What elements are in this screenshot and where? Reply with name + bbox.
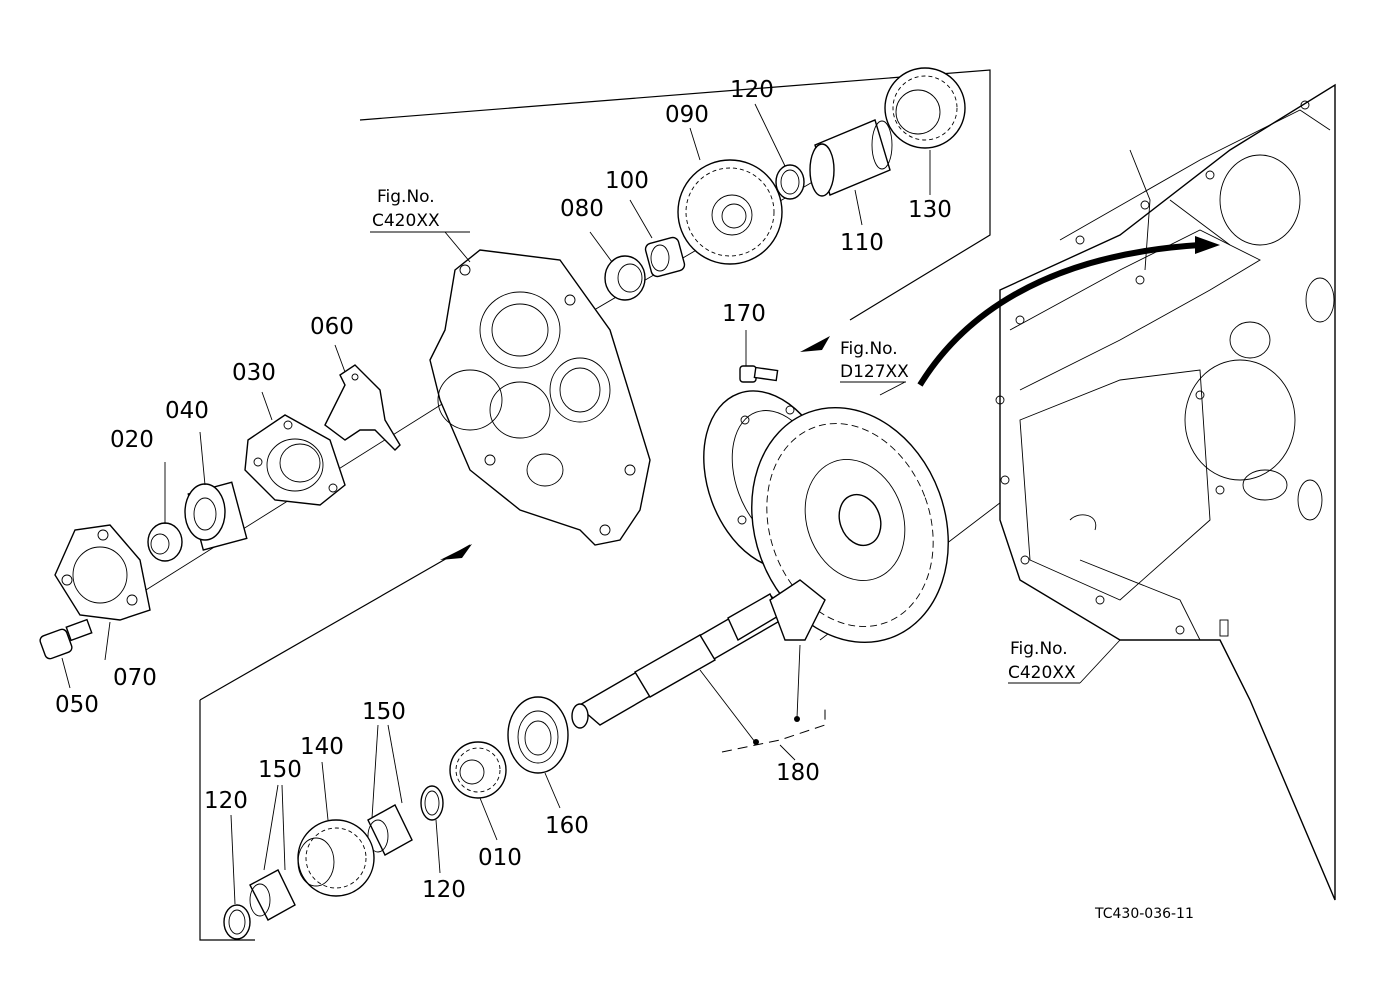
fig-ref-lower: Fig.No. C420XX (1008, 639, 1076, 683)
callout-120-lower[interactable]: 120 (204, 788, 248, 814)
callout-100[interactable]: 100 (605, 168, 649, 194)
fig-ref-middle-line2: D127XX (840, 362, 909, 382)
fig-ref-lower-line2: C420XX (1008, 663, 1076, 683)
shifter-110 (809, 119, 893, 197)
bearing-020 (147, 522, 183, 562)
needle-bearing-100 (644, 236, 686, 278)
callout-090[interactable]: 090 (665, 102, 709, 128)
bolt-170 (739, 365, 779, 383)
bearing-160 (507, 696, 569, 774)
callout-160[interactable]: 160 (545, 813, 589, 839)
snap-ring-120-middle (420, 785, 444, 821)
snap-ring-120-lower (223, 904, 251, 940)
fig-ref-upper: Fig.No. C420XX (372, 187, 440, 231)
curved-arrow-head (1195, 236, 1220, 254)
gear-case-housing (995, 83, 1336, 901)
flange-070 (54, 524, 151, 621)
callout-120-upper[interactable]: 120 (730, 77, 774, 103)
callout-170[interactable]: 170 (722, 301, 766, 327)
callout-080[interactable]: 080 (560, 196, 604, 222)
figure-code: TC430-036-11 (1094, 906, 1194, 922)
callout-060[interactable]: 060 (310, 314, 354, 340)
gear-130 (884, 67, 966, 149)
fig-ref-middle: Fig.No. D127XX (840, 339, 909, 382)
fig-ref-middle-line1: Fig.No. (840, 339, 898, 359)
sleeve-040 (184, 481, 248, 551)
callout-110[interactable]: 110 (840, 230, 884, 256)
callout-120-middle[interactable]: 120 (422, 877, 466, 903)
callout-150-left[interactable]: 150 (258, 757, 302, 783)
pinion-shaft-180 (571, 579, 826, 729)
fig-ref-upper-line1: Fig.No. (377, 187, 435, 207)
gear-010 (449, 741, 507, 799)
fig-ref-upper-line2: C420XX (372, 211, 440, 231)
callout-150-right[interactable]: 150 (362, 699, 406, 725)
callout-130[interactable]: 130 (908, 197, 952, 223)
callout-030[interactable]: 030 (232, 360, 276, 386)
gear-140 (297, 819, 375, 897)
leader-lines (61, 103, 1121, 905)
callout-040[interactable]: 040 (165, 398, 209, 424)
transmission-cover (429, 249, 651, 546)
direction-arrow-upper (800, 336, 830, 352)
callout-labels: 020 040 030 060 070 050 080 100 090 120 … (55, 77, 952, 903)
curved-arrow (917, 242, 1201, 387)
callout-010[interactable]: 010 (478, 845, 522, 871)
callout-070[interactable]: 070 (113, 665, 157, 691)
gear-090 (677, 159, 783, 265)
bolt-050 (39, 618, 93, 660)
fig-ref-lower-line1: Fig.No. (1010, 639, 1068, 659)
snap-ring-120-upper (775, 164, 805, 200)
plate-030 (244, 414, 346, 506)
needle-bearing-150-right (367, 804, 413, 856)
callout-020[interactable]: 020 (110, 427, 154, 453)
callout-050[interactable]: 050 (55, 692, 99, 718)
callout-180[interactable]: 180 (776, 760, 820, 786)
direction-arrow-lower (440, 544, 472, 560)
collar-080 (604, 255, 646, 301)
needle-bearing-150-left (249, 869, 296, 921)
callout-140[interactable]: 140 (300, 734, 344, 760)
shift-fork-060 (324, 364, 401, 451)
